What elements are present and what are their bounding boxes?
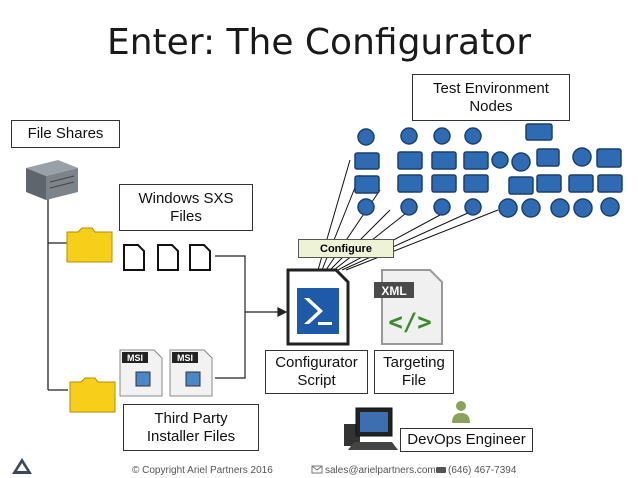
document-icons — [123, 244, 211, 271]
msi-installer-icon: MSI — [119, 349, 163, 397]
msi-installer-icon: MSI — [169, 349, 213, 397]
connector-lines — [215, 255, 288, 379]
windows-sxs-label: Windows SXS Files — [119, 184, 253, 231]
folder-icon — [69, 377, 116, 413]
devops-engineer-label: DevOps Engineer — [400, 428, 533, 452]
email-icon — [311, 465, 323, 474]
footer-email[interactable]: sales@arielpartners.com — [325, 465, 436, 476]
user-icon — [452, 401, 470, 423]
test-environment-label: Test Environment Nodes — [412, 74, 570, 121]
file-shares-label: File Shares — [11, 120, 120, 148]
svg-text:XML: XML — [381, 284, 406, 298]
ariel-logo — [12, 458, 32, 474]
svg-text:</>: </> — [388, 308, 431, 336]
server-icon — [26, 160, 78, 200]
test-environment-nodes — [354, 123, 623, 218]
footer-phone: (646) 467-7394 — [448, 465, 517, 476]
xml-file-icon: XML </> — [374, 269, 443, 345]
third-party-label: Third Party Installer Files — [123, 404, 259, 451]
configure-label: Configure — [298, 239, 394, 258]
svg-text:MSI: MSI — [177, 353, 193, 363]
svg-text:MSI: MSI — [127, 353, 143, 363]
configurator-script-label: Configurator Script — [265, 350, 368, 394]
targeting-file-label: Targeting File — [374, 350, 454, 394]
slide-title: Enter: The Configurator — [106, 22, 532, 63]
computer-icon — [344, 407, 398, 450]
file-tree-lines — [47, 198, 68, 391]
powershell-script-icon — [286, 268, 350, 346]
footer-copyright: © Copyright Ariel Partners 2016 — [132, 465, 273, 476]
phone-icon — [436, 467, 446, 473]
folder-icon — [66, 227, 113, 263]
